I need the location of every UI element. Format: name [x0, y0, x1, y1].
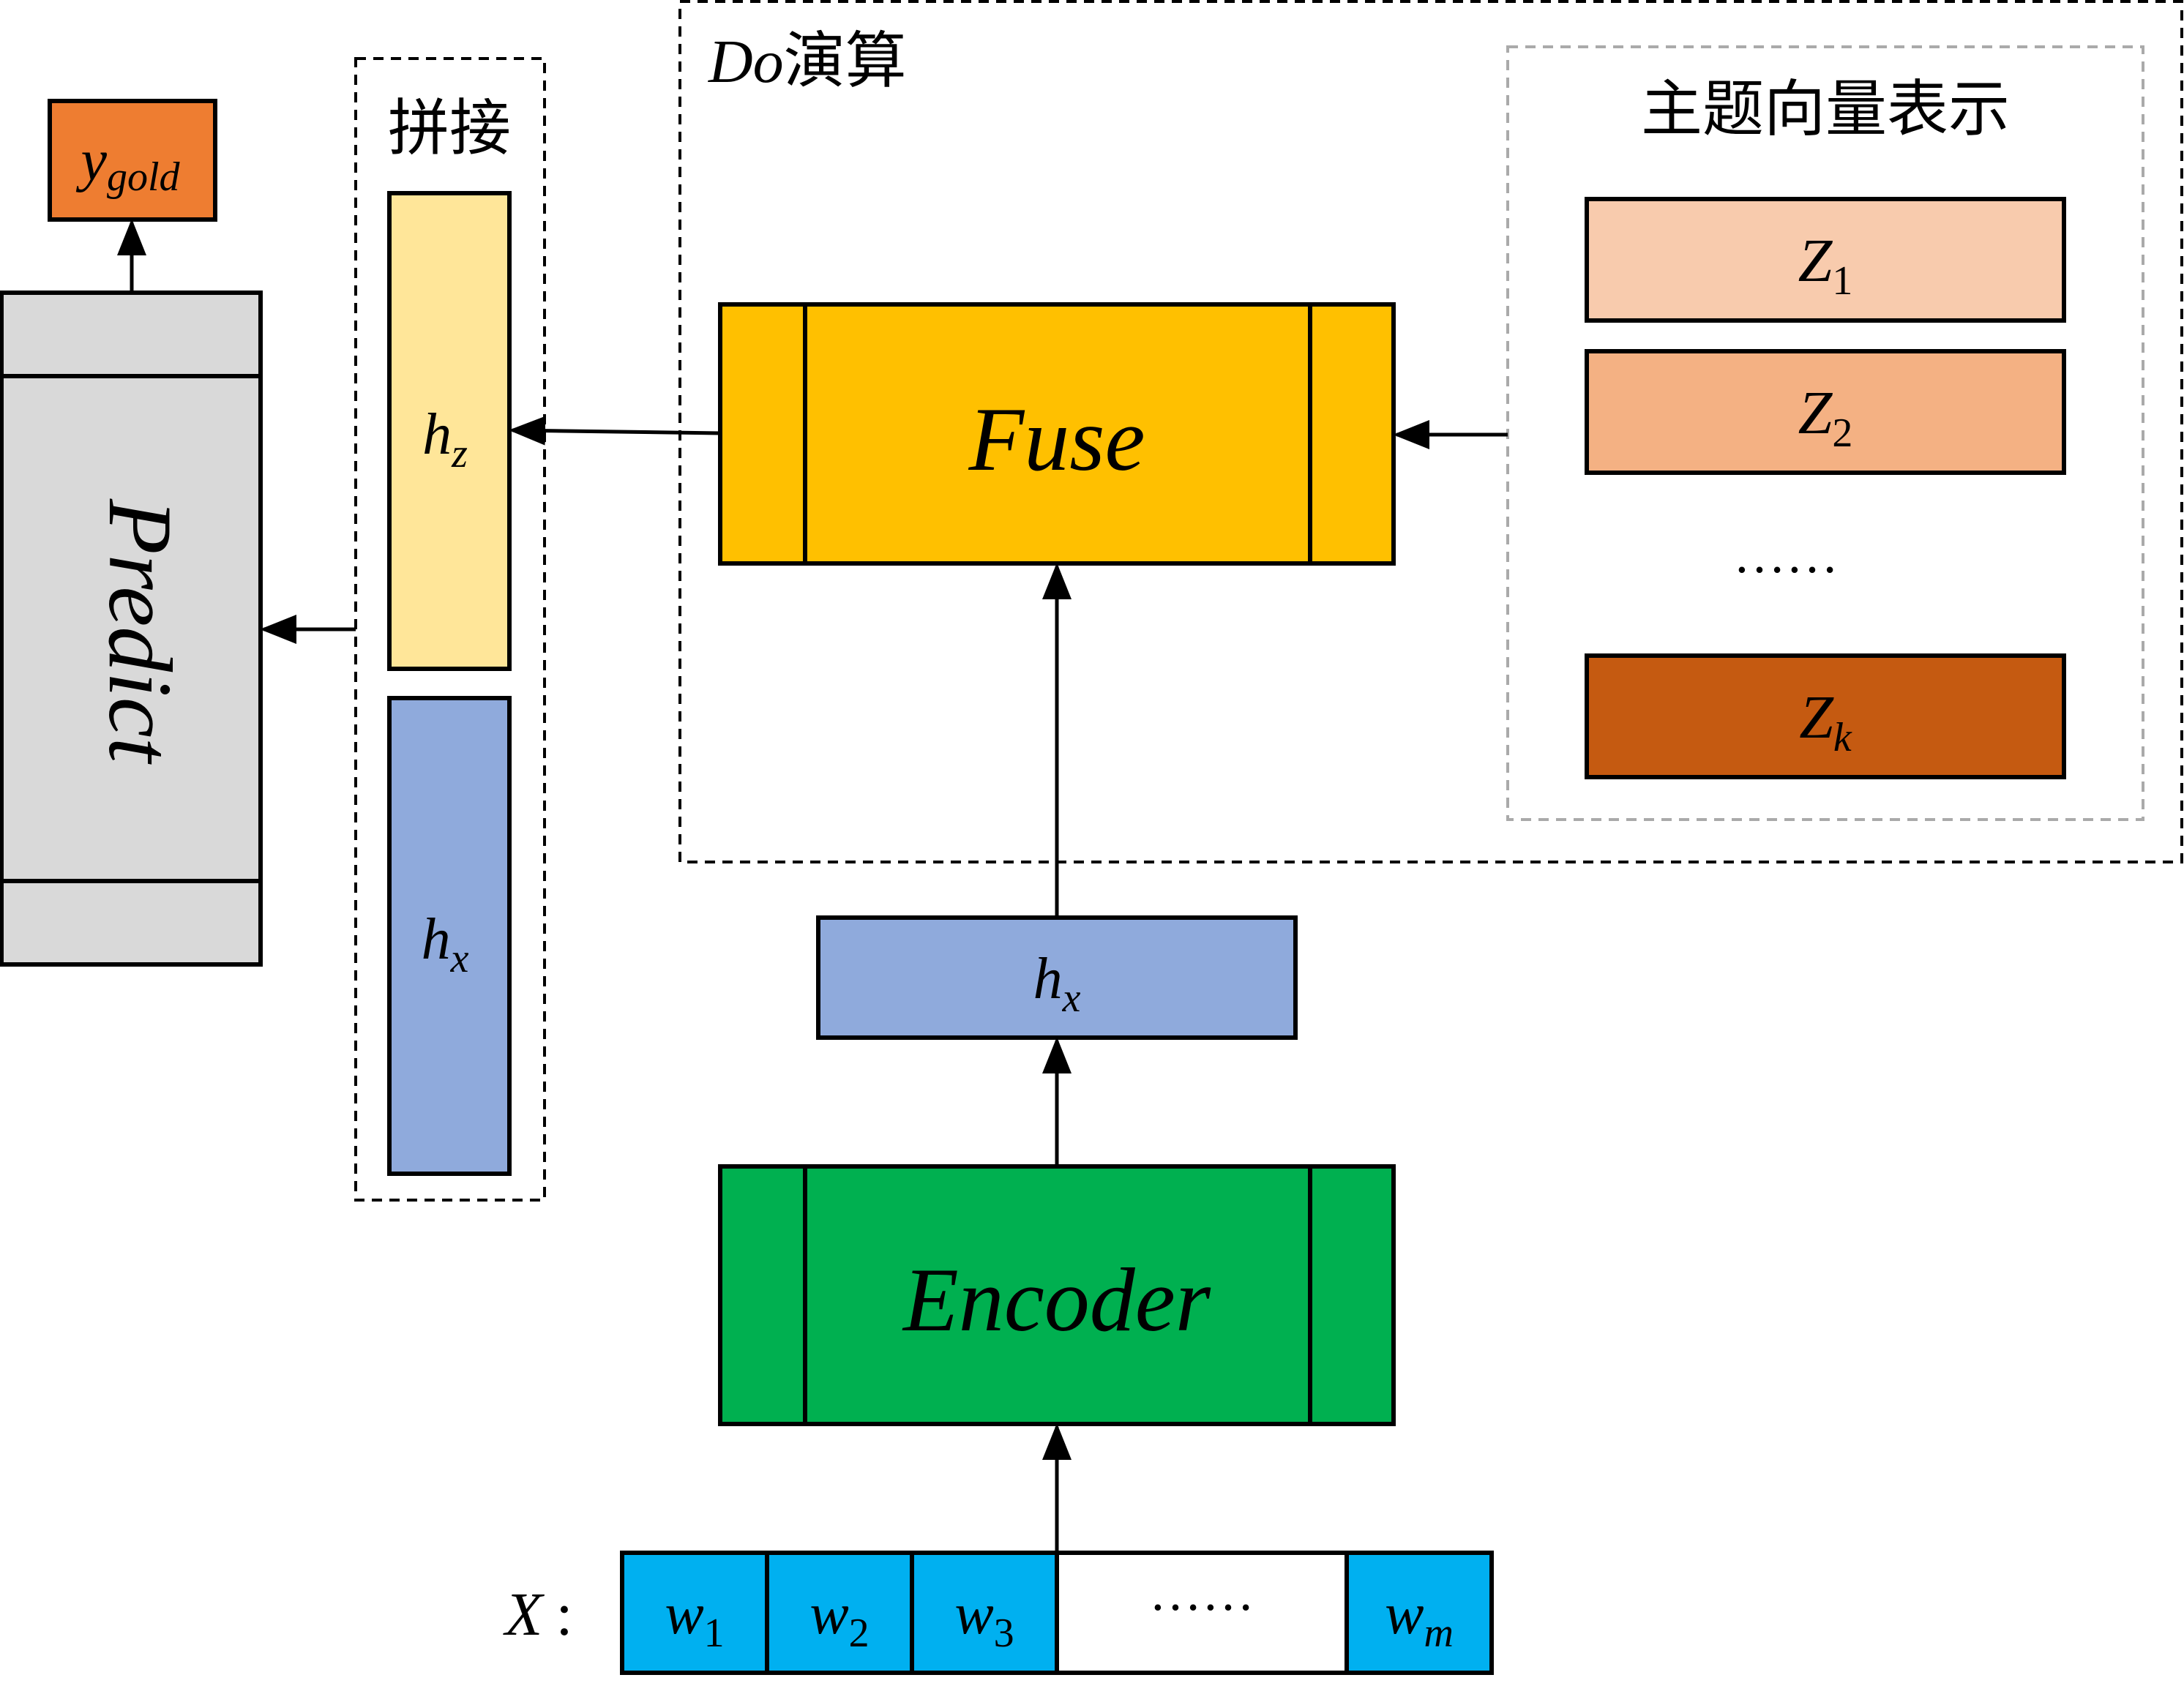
token-w3-label: w3: [954, 1582, 1014, 1656]
concat-title: 拼接: [388, 92, 511, 164]
do-title-italic: Do: [708, 28, 784, 96]
fuse-label: Fuse: [968, 389, 1145, 490]
predict-label: Predict: [90, 498, 190, 765]
token-w1-box: [620, 1551, 769, 1675]
do-title-cjk: 演算: [784, 25, 907, 97]
topic-zk-label: Zk: [1799, 683, 1852, 760]
topic-ellipsis: ……: [1733, 525, 1839, 584]
gold-output-label: ygold: [75, 129, 180, 200]
hx-concat-box: [387, 696, 512, 1176]
fuse-box: [718, 302, 1396, 566]
input-prefix: X:: [503, 1581, 573, 1649]
token-wm-box: [1345, 1551, 1494, 1675]
token-w2-label: w2: [809, 1582, 869, 1656]
topic-z1-box: [1585, 197, 2066, 323]
token-wm-label: wm: [1385, 1582, 1454, 1656]
encoder-box: [718, 1164, 1396, 1426]
token-ellipsis-box: [1055, 1551, 1349, 1675]
hx-box: [816, 915, 1298, 1040]
arrow-fuse-to-hz: [509, 416, 721, 446]
topic-z2-label: Z2: [1798, 379, 1853, 456]
topic-z1-label: Z1: [1798, 227, 1853, 304]
hx-concat-label: hx: [422, 907, 469, 981]
topic-z2-box: [1585, 349, 2066, 475]
token-w2-box: [765, 1551, 914, 1675]
topic-vectors-title: 主题向量表示: [1641, 73, 2010, 145]
topic-zk-box: [1585, 653, 2066, 779]
token-ellipsis: ……: [1149, 1563, 1254, 1622]
token-w1-label: w1: [665, 1582, 724, 1656]
encoder-label: Encoder: [902, 1250, 1211, 1350]
do-calculus-title: Do演算: [708, 25, 907, 97]
token-w3-box: [910, 1551, 1059, 1675]
hz-label: hz: [422, 402, 468, 476]
hz-box: [387, 191, 512, 671]
hx-label: hx: [1033, 947, 1081, 1021]
gold-output-box: [48, 99, 217, 222]
